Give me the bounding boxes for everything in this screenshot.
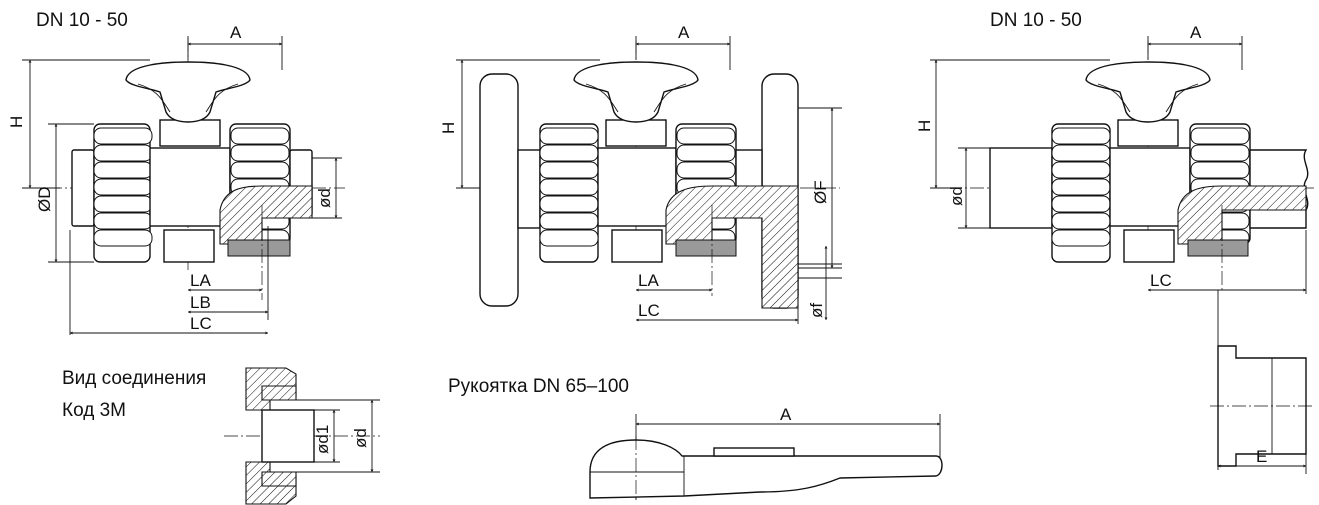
view-flanged-ends: A H ØF øf LA LC (439, 23, 842, 324)
right-dim-a: A (1190, 23, 1202, 42)
left-dim-od-small: ød (315, 188, 334, 208)
handle-dim-a: A (780, 405, 792, 424)
middle-dim-h: H (439, 122, 458, 134)
middle-dim-la: LA (638, 271, 659, 290)
right-dim-e: E (1256, 447, 1267, 466)
left-dim-od-big: ØD (35, 187, 54, 213)
middle-dim-of-small: øf (807, 303, 826, 318)
left-dim-lb: LB (190, 293, 211, 312)
middle-dim-a: A (678, 23, 690, 42)
connection-dim-od: ød (351, 428, 370, 448)
view-socket-ends: DN 10 - 50 A H ød (915, 10, 1315, 474)
connection-dim-od1: ød1 (313, 425, 332, 454)
left-view-title: DN 10 - 50 (36, 10, 128, 31)
handle-detail: Рукоятка DN 65–100 A (448, 376, 943, 502)
left-dim-lc: LC (190, 314, 212, 333)
connection-caption-line1: Вид соединения (62, 368, 206, 389)
connection-detail: Вид соединения Код 3M ød1 ød (62, 367, 380, 505)
middle-dim-lc: LC (638, 301, 660, 320)
left-dim-la: LA (190, 271, 211, 290)
view-union-ends: DN 10 - 50 A H ØD (7, 10, 345, 335)
right-dim-lc: LC (1150, 271, 1172, 290)
handle-caption: Рукоятка DN 65–100 (448, 376, 629, 397)
middle-dim-of-big: ØF (811, 180, 830, 204)
left-dim-h: H (7, 116, 26, 128)
right-view-title: DN 10 - 50 (990, 10, 1082, 31)
right-dim-h: H (915, 120, 934, 132)
connection-caption-line2: Код 3M (62, 400, 126, 421)
left-dim-a: A (230, 23, 242, 42)
right-dim-od: ød (947, 186, 966, 206)
